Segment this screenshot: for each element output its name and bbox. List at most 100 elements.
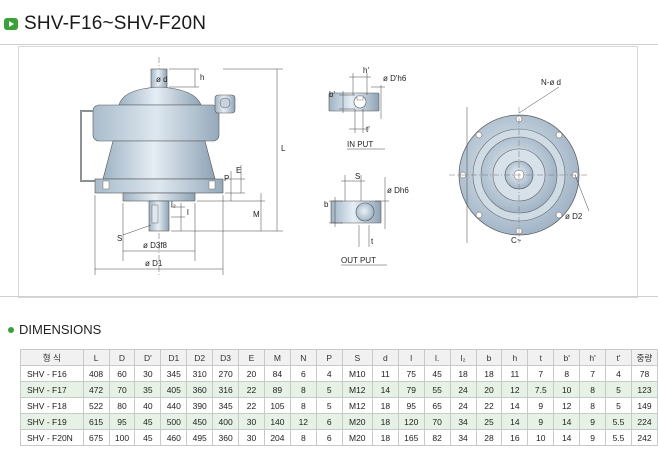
output-detail-view: S b ø Dh6 t OUT PUT xyxy=(324,172,409,266)
dim-label-L: L xyxy=(281,144,286,153)
table-cell: 9 xyxy=(527,397,555,414)
table-cell: 45 xyxy=(423,365,451,382)
dim-label-E: E xyxy=(236,166,241,175)
table-cell: 408 xyxy=(82,365,110,382)
table-cell: 45 xyxy=(134,429,162,446)
table-cell: 5 xyxy=(315,397,343,414)
table-cell: 10 xyxy=(553,381,581,398)
table-cell: M12 xyxy=(341,397,373,414)
table-cell: 675 xyxy=(82,429,110,446)
table-header-cell: L xyxy=(82,349,110,366)
table-cell: 14 xyxy=(501,397,529,414)
dim-label-l2: l₂ xyxy=(171,200,176,209)
table-cell: 7 xyxy=(527,365,555,382)
table-cell: 20 xyxy=(475,381,503,398)
table-cell: 14 xyxy=(371,381,399,398)
table-cell: 4 xyxy=(315,365,343,382)
table-cell: 345 xyxy=(212,397,240,414)
dim-label-l: l xyxy=(187,208,189,217)
table-cell: 9 xyxy=(579,429,607,446)
table-cell: 18 xyxy=(371,397,399,414)
table-cell: M12 xyxy=(341,381,373,398)
table-cell: 204 xyxy=(263,429,291,446)
table-cell: 95 xyxy=(108,413,136,430)
table-cell: 40 xyxy=(134,397,162,414)
input-label-b-prime: b' xyxy=(329,90,335,99)
output-label-S: S xyxy=(355,172,360,181)
title-divider xyxy=(0,44,658,45)
table-cell: 345 xyxy=(160,365,188,382)
table-header-cell: P xyxy=(315,349,343,366)
table-header-cell: 중량 xyxy=(630,349,658,366)
table-cell: 30 xyxy=(238,429,265,446)
table-header-cell: D' xyxy=(134,349,162,366)
table-cell: 4 xyxy=(605,365,632,382)
table-cell: 9 xyxy=(527,413,555,430)
dim-label-d: ø d xyxy=(156,75,168,84)
dim-label-M: M xyxy=(253,210,260,219)
table-cell: 95 xyxy=(397,397,425,414)
table-cell: 270 xyxy=(212,365,240,382)
front-view: N-ø d ø D2 C~ xyxy=(449,78,590,245)
input-label-t-prime: t' xyxy=(366,125,370,134)
table-cell: 400 xyxy=(212,413,240,430)
table-cell: 28 xyxy=(475,429,503,446)
table-cell: 8 xyxy=(579,397,607,414)
dim-label-h: h xyxy=(200,73,204,82)
table-header-cell: E xyxy=(238,349,265,366)
table-cell: 316 xyxy=(212,381,240,398)
table-cell: 310 xyxy=(186,365,214,382)
table-cell: 45 xyxy=(134,413,162,430)
table-header-cell: N xyxy=(289,349,317,366)
table-cell: 60 xyxy=(108,365,136,382)
dim-label-P: P xyxy=(224,174,229,183)
table-cell: 522 xyxy=(82,397,110,414)
table-cell: M20 xyxy=(341,413,373,430)
table-cell: 165 xyxy=(397,429,425,446)
model-cell: SHV - F18 xyxy=(20,397,84,414)
table-cell: 390 xyxy=(186,397,214,414)
play-arrow-icon xyxy=(4,18,18,30)
table-cell: 18 xyxy=(371,413,399,430)
table-cell: 89 xyxy=(263,381,291,398)
table-cell: 34 xyxy=(449,429,477,446)
table-cell: 14 xyxy=(553,413,581,430)
table-cell: 140 xyxy=(263,413,291,430)
table-header-cell: d xyxy=(371,349,399,366)
table-cell: 405 xyxy=(160,381,188,398)
table-header-cell: D2 xyxy=(186,349,214,366)
table-cell: 5 xyxy=(605,381,632,398)
table-cell: 80 xyxy=(108,397,136,414)
output-label-D: ø Dh6 xyxy=(387,186,409,195)
technical-drawing: h L E P M l l₂ S ø d ø D3f8 ø D1 xyxy=(18,46,638,298)
table-cell: 615 xyxy=(82,413,110,430)
table-cell: 9 xyxy=(579,413,607,430)
table-cell: 120 xyxy=(397,413,425,430)
table-header-cell: 형 식 xyxy=(20,349,84,366)
table-cell: 100 xyxy=(108,429,136,446)
table-cell: 11 xyxy=(501,365,529,382)
table-cell: M20 xyxy=(341,429,373,446)
page-title: SHV-F16~SHV-F20N xyxy=(24,13,207,34)
table-cell: 22 xyxy=(238,381,265,398)
table-cell: 30 xyxy=(134,365,162,382)
table-cell: 12 xyxy=(553,397,581,414)
table-cell: 6 xyxy=(315,413,343,430)
table-cell: 12 xyxy=(289,413,317,430)
table-cell: 8 xyxy=(553,365,581,382)
table-cell: 22 xyxy=(475,397,503,414)
table-cell: 495 xyxy=(186,429,214,446)
table-cell: 22 xyxy=(238,397,265,414)
table-header-cell: l xyxy=(397,349,425,366)
table-cell: 242 xyxy=(630,429,658,446)
table-cell: 6 xyxy=(315,429,343,446)
table-cell: 25 xyxy=(475,413,503,430)
model-cell: SHV - F20N xyxy=(20,429,84,446)
table-cell: 11 xyxy=(371,365,399,382)
table-cell: 149 xyxy=(630,397,658,414)
table-cell: 8 xyxy=(289,381,317,398)
table-cell: 6 xyxy=(289,365,317,382)
table-cell: 30 xyxy=(238,413,265,430)
table-cell: 24 xyxy=(449,381,477,398)
